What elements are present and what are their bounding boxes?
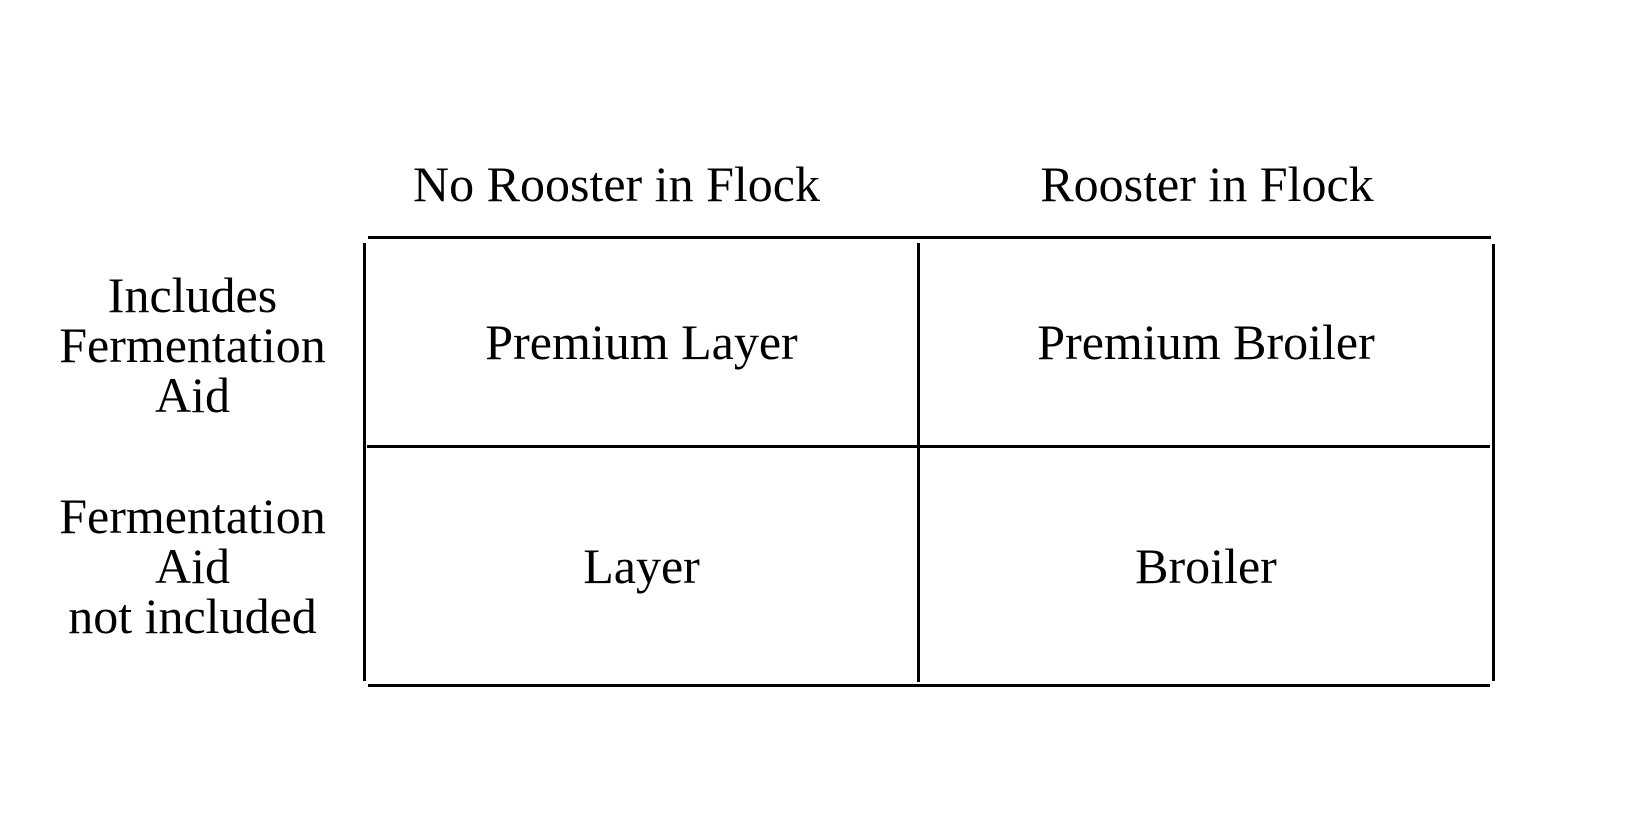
table-column-divider bbox=[917, 243, 920, 682]
column-header-no-rooster: No Rooster in Flock bbox=[413, 156, 820, 212]
cell-broiler: Broiler bbox=[1135, 538, 1277, 594]
row-header-line: Fermentation bbox=[59, 316, 326, 373]
row-header-line: Includes bbox=[107, 266, 278, 323]
table-left-border bbox=[363, 243, 366, 681]
table-row-divider bbox=[367, 445, 1490, 448]
cell-premium-layer: Premium Layer bbox=[485, 314, 798, 370]
table-top-border bbox=[368, 236, 1491, 239]
cell-layer: Layer bbox=[583, 538, 700, 594]
row-header-lines: Includes Fermentation Aid bbox=[59, 270, 326, 420]
row-header-fermentation-aid-not-included: Fermentation Aid not included bbox=[25, 446, 360, 685]
row-header-line: not included bbox=[68, 587, 317, 644]
row-header-line: Aid bbox=[154, 366, 230, 423]
row-header-line: Fermentation bbox=[59, 487, 326, 544]
table-right-border bbox=[1492, 244, 1495, 681]
row-header-lines: Fermentation Aid not included bbox=[59, 491, 326, 641]
row-header-includes-fermentation-aid: Includes Fermentation Aid bbox=[25, 243, 360, 446]
table-bottom-border bbox=[368, 684, 1490, 687]
column-header-rooster: Rooster in Flock bbox=[1040, 156, 1374, 212]
cell-premium-broiler: Premium Broiler bbox=[1037, 314, 1375, 370]
row-header-line: Aid bbox=[154, 537, 230, 594]
